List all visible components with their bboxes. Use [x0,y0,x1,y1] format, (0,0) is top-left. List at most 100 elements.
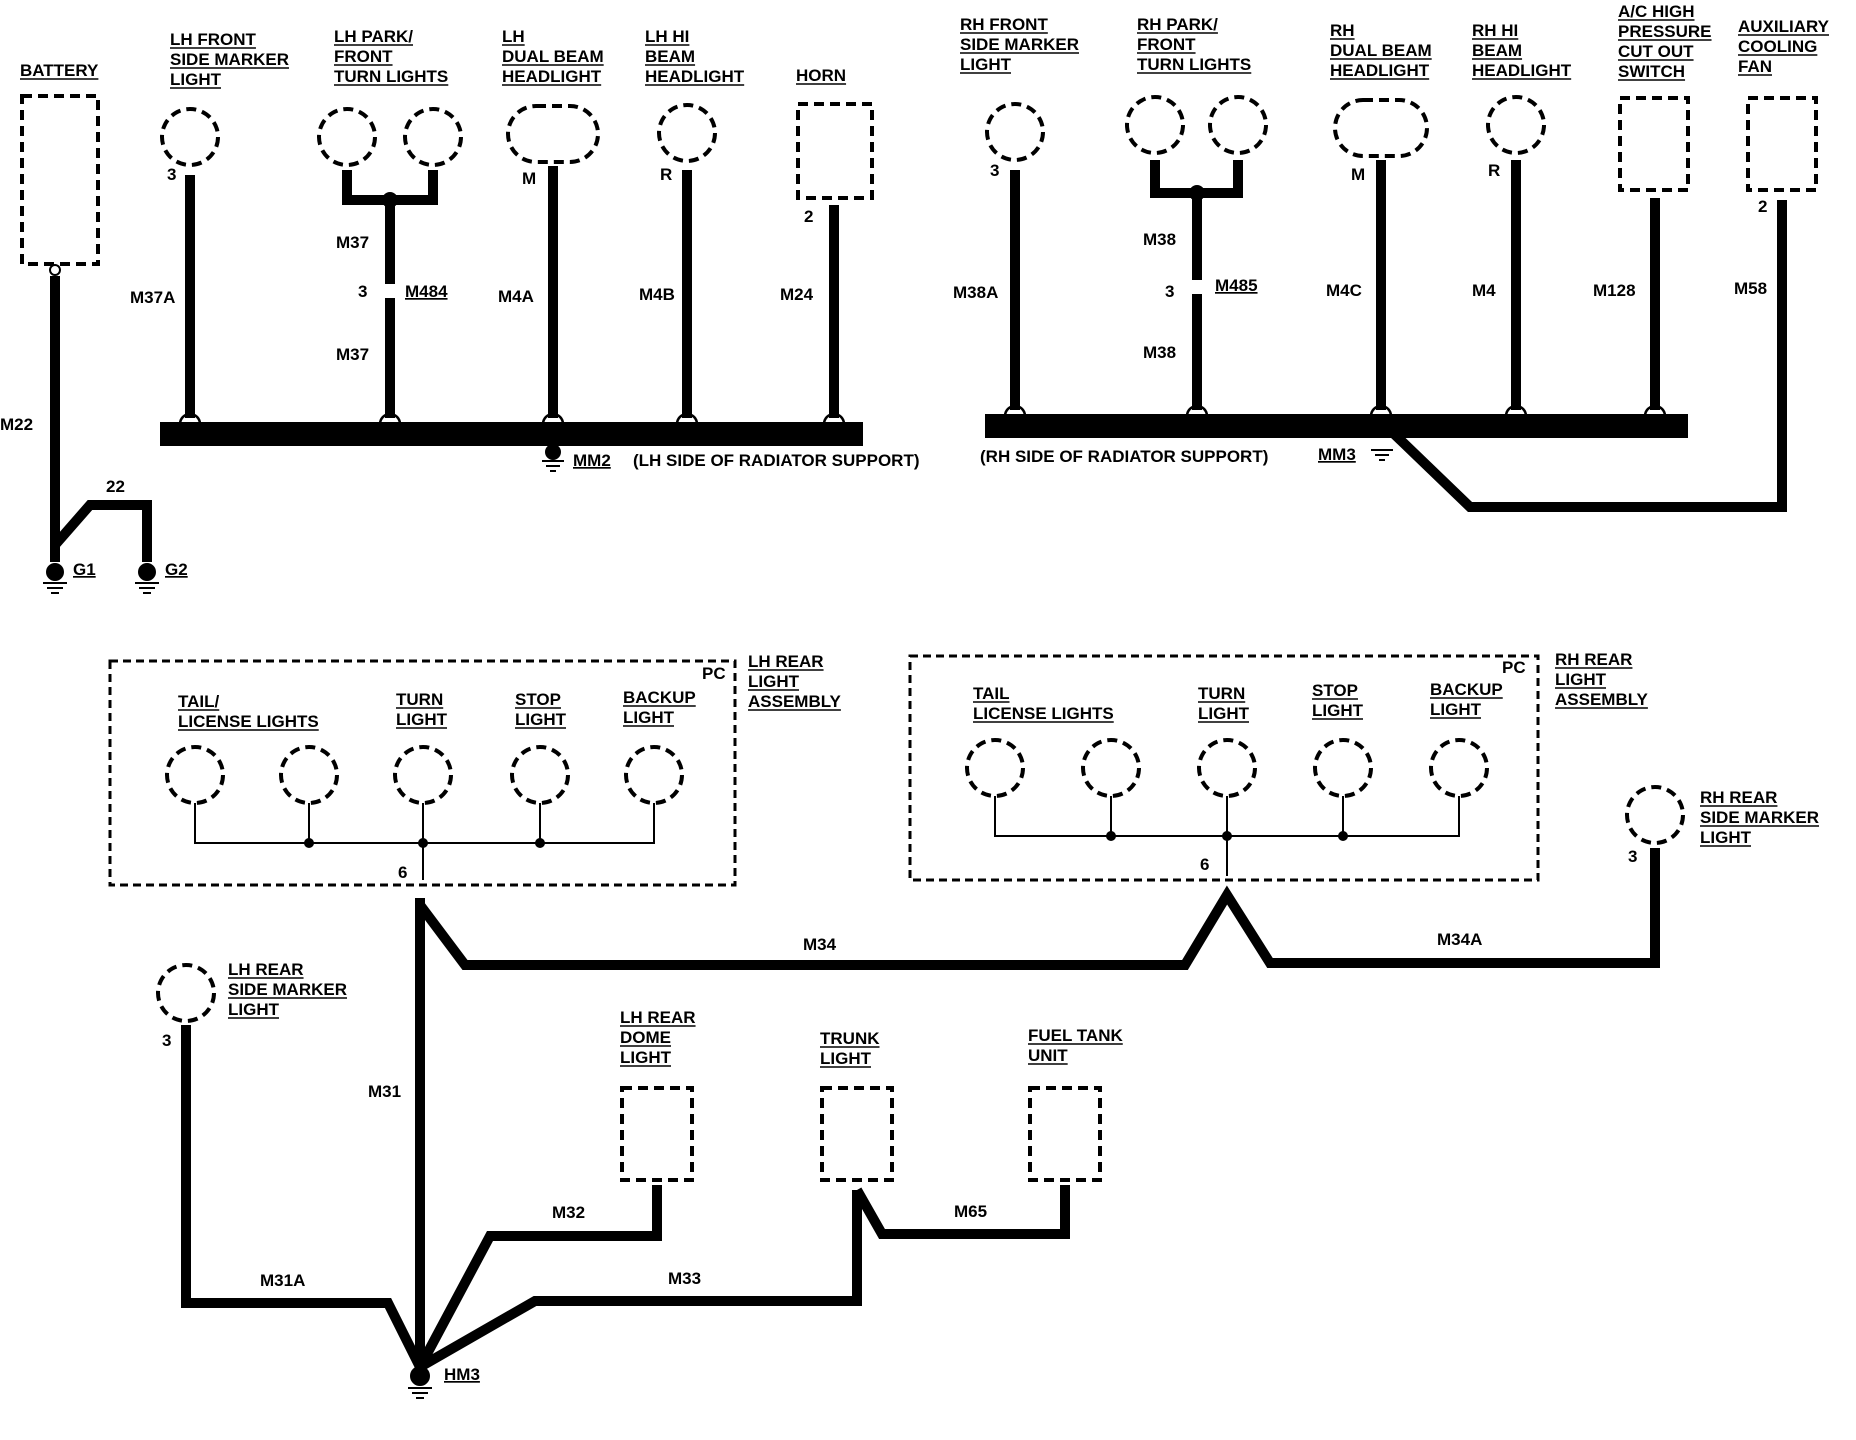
pin-numbers: 3 3 M R 2 3 3 M R 2 6 6 3 3 [162,161,1767,1050]
rh-tail-license-light-1 [965,738,1025,798]
label-line: TAIL/ [178,692,220,711]
lh-front-side-marker-light [160,107,220,167]
ground-mm3-icon [1371,449,1393,461]
label-battery: BATTERY [20,61,99,80]
code-m58: M58 [1734,279,1767,298]
label-line: CUT OUT [1618,42,1694,61]
label-line: TAIL [973,684,1010,703]
rh-tail-license-light-2 [1081,738,1141,798]
lh-backup-light [624,745,684,805]
label-line: HEADLIGHT [645,67,745,86]
label-line: A/C HIGH [1618,2,1695,21]
rh-backup-light [1429,738,1489,798]
rh-park-turn-light-1 [1125,95,1185,155]
label-line: DOME [620,1028,671,1047]
pin-lh-assembly: 6 [398,863,407,882]
battery-terminal [49,264,61,276]
code-m22: M22 [0,415,33,434]
label-line: ASSEMBLY [1555,690,1649,709]
code-m32: M32 [552,1203,585,1222]
label-line: HORN [796,66,846,85]
ground-g1-icon [43,563,67,594]
lh-tail-license-light-2 [279,745,339,805]
code-m128: M128 [1593,281,1636,300]
label-line: LIGHT [396,710,448,729]
rh-hi-beam-headlight [1486,95,1546,155]
label-line: LIGHT [1430,700,1482,719]
ground-hm3-label: HM3 [444,1365,480,1384]
label-line: BACKUP [623,688,696,707]
ground-mm2-label: MM2 [573,451,611,470]
rh-dual-beam-headlight [1333,98,1429,158]
connector-labels: M484 M485 MM2 MM3 HM3 G1 G2 PC PC (LH SI… [73,276,1526,1384]
label-line: FRONT [334,47,393,66]
rh-rear-side-marker-light [1625,785,1685,845]
pin-rh-rear-marker: 3 [1628,847,1637,866]
wire-m31a [181,1025,425,1370]
label-line: LH PARK/ [334,27,413,46]
label-line: LIGHT [1312,701,1364,720]
code-m37a: M37A [130,288,175,307]
connector-m484-label: M484 [405,282,448,301]
ground-g2-label: G2 [165,560,188,579]
label-line: TURN LIGHTS [1137,55,1251,74]
rh-park-turn-light-2 [1208,95,1268,155]
label-line: DUAL BEAM [502,47,604,66]
label-line: LIGHT [170,70,222,89]
label-line: SIDE MARKER [1700,808,1819,827]
label-line: BEAM [1472,41,1522,60]
wire-m65 [852,1185,1070,1239]
label-line: FUEL TANK [1028,1026,1123,1045]
label-line: BACKUP [1430,680,1503,699]
label-line: STOP [515,690,561,709]
label-line: LICENSE LIGHTS [178,712,319,731]
label-line: RH PARK/ [1137,15,1218,34]
label-line: HEADLIGHT [1472,61,1572,80]
lh-dual-beam-headlight [506,104,600,164]
pin-rh-dual: M [1351,165,1365,184]
lh-park-turn-light-2 [403,107,463,167]
ac-high-pressure-cut-out-switch [1618,96,1690,192]
code-m38-top: M38 [1143,230,1176,249]
label-line: RH REAR [1700,788,1777,807]
pin-m485: 3 [1165,282,1174,301]
auxiliary-cooling-fan [1746,96,1818,192]
label-line: LIGHT [228,1000,280,1019]
label-line: HEADLIGHT [502,67,602,86]
ground-mm3-label: MM3 [1318,445,1356,464]
label-line: LICENSE LIGHTS [973,704,1114,723]
wire-22 [51,500,152,562]
lh-turn-light [393,745,453,805]
code-m24: M24 [780,285,814,304]
code-22: 22 [106,477,125,496]
code-m34: M34 [803,935,837,954]
label-line: SIDE MARKER [228,980,347,999]
code-m4b: M4B [639,285,675,304]
label-line: STOP [1312,681,1358,700]
connector-m485-label: M485 [1215,276,1258,295]
lh-rear-light-assembly [108,659,737,887]
label-horn: HORN [796,66,846,85]
rh-front-side-marker-light [985,102,1045,162]
label-line: COOLING [1738,37,1817,56]
code-m4: M4 [1472,281,1496,300]
label-line: LH HI [645,27,689,46]
rh-rear-light-assembly [908,654,1540,882]
lh-rear-side-marker-light [156,963,216,1023]
pin-lh-front-marker: 3 [167,165,176,184]
label-line: DUAL BEAM [1330,41,1432,60]
